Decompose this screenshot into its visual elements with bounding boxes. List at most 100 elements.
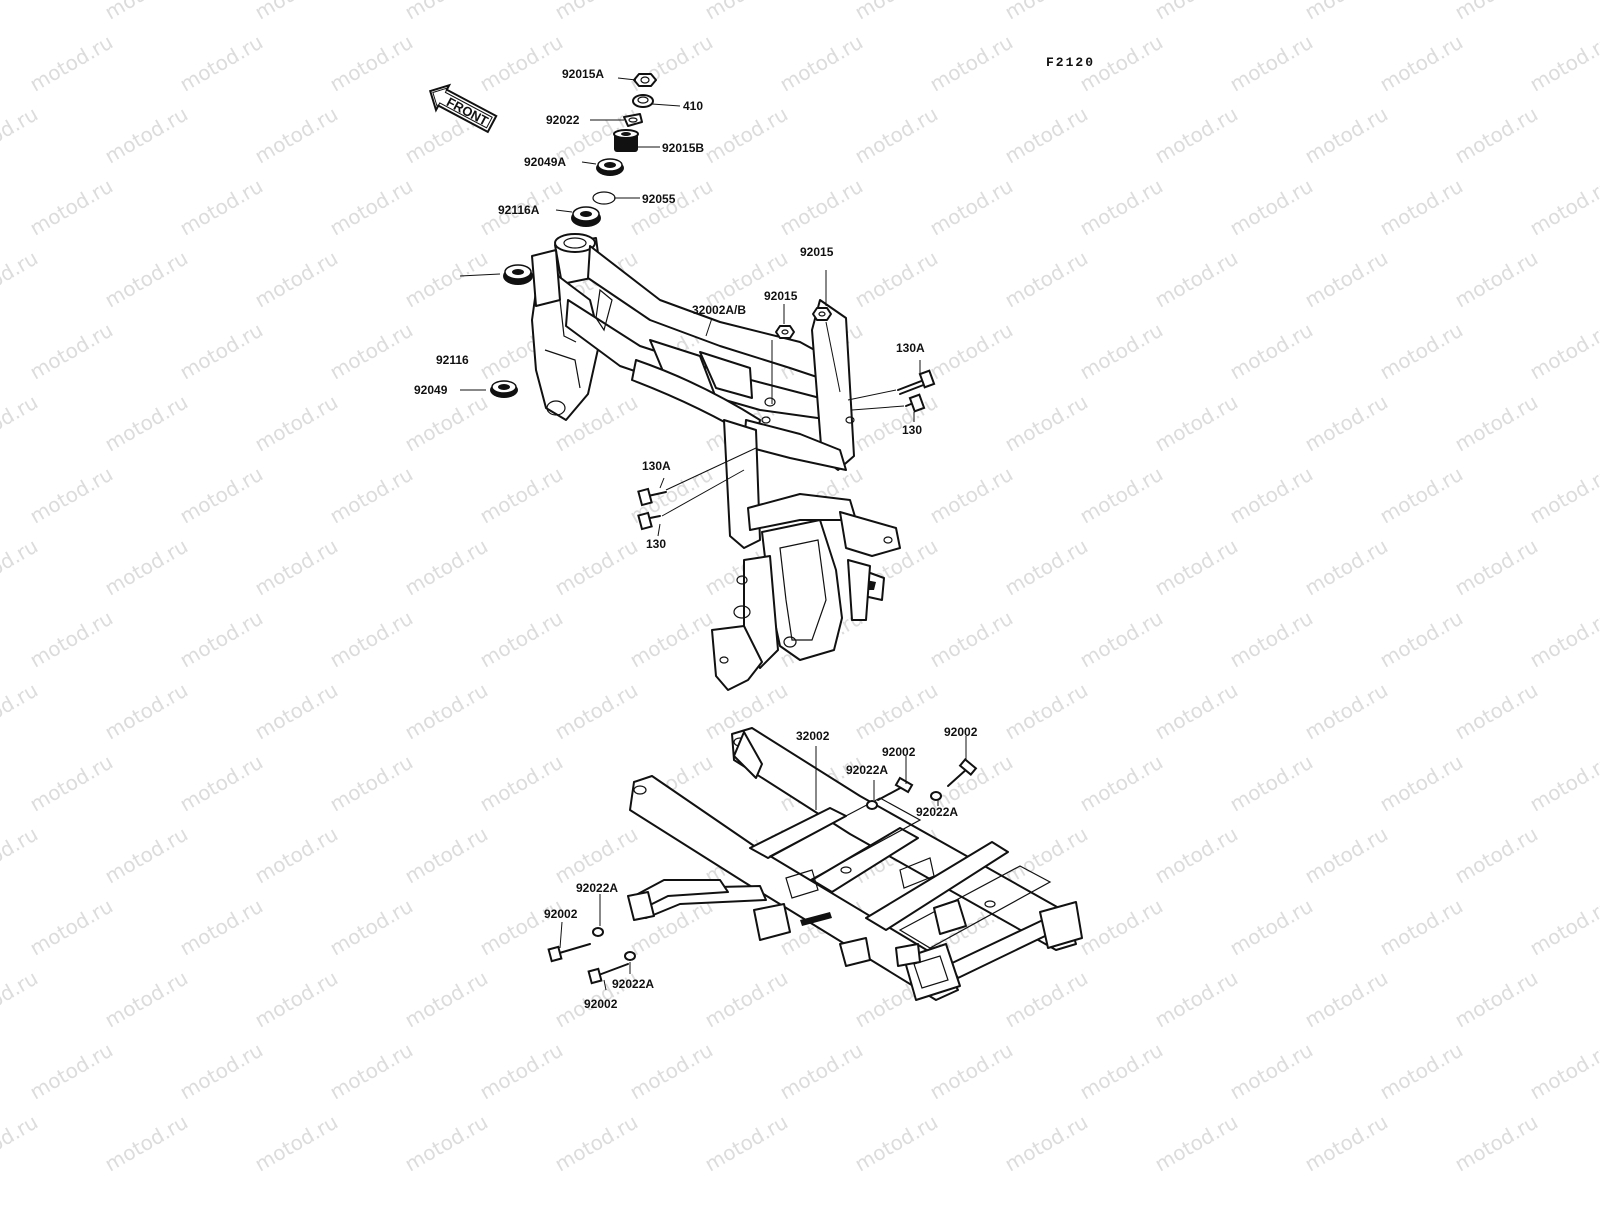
watermark-text: motod.ru xyxy=(326,1038,417,1105)
watermark-text: motod.ru xyxy=(1376,894,1467,961)
label-92022a-upper: 92022A xyxy=(846,763,888,777)
watermark-text: motod.ru xyxy=(251,1110,342,1177)
watermark-text: motod.ru xyxy=(176,606,267,673)
label-92116a: 92116A xyxy=(498,203,540,217)
watermark-text: motod.ru xyxy=(326,318,417,385)
watermark-text: motod.ru xyxy=(1376,30,1467,97)
watermark-text: motod.ru xyxy=(251,102,342,169)
watermark-text: motod.ru xyxy=(1301,0,1392,24)
watermark-text: motod.ru xyxy=(926,30,1017,97)
watermark-text: motod.ru xyxy=(926,318,1017,385)
watermark-text: motod.ru xyxy=(401,0,492,24)
watermark-text: motod.ru xyxy=(101,966,192,1033)
watermark-text: motod.ru xyxy=(0,678,42,745)
watermark-text: motod.ru xyxy=(1451,534,1542,601)
watermark-text: motod.ru xyxy=(626,174,717,241)
watermark-text: motod.ru xyxy=(0,822,42,889)
watermark-text: motod.ru xyxy=(401,246,492,313)
watermark-text: motod.ru xyxy=(1151,534,1242,601)
watermark-text: motod.ru xyxy=(1526,894,1600,961)
watermark-text: motod.ru xyxy=(401,534,492,601)
watermark-text: motod.ru xyxy=(26,462,117,529)
watermark-text: motod.ru xyxy=(326,462,417,529)
watermark-text: motod.ru xyxy=(0,1110,42,1177)
watermark-text: motod.ru xyxy=(1226,174,1317,241)
watermark-text: motod.ru xyxy=(1151,0,1242,24)
watermark-text: motod.ru xyxy=(326,606,417,673)
watermark-text: motod.ru xyxy=(926,606,1017,673)
watermark-text: motod.ru xyxy=(1226,462,1317,529)
watermark-text: motod.ru xyxy=(0,0,42,24)
washer-92022a-upper-right-icon xyxy=(931,792,941,800)
lower-bearing-icon xyxy=(503,265,533,285)
watermark-text: motod.ru xyxy=(701,966,792,1033)
watermark-text: motod.ru xyxy=(1076,606,1167,673)
watermark-text: motod.ru xyxy=(1001,390,1092,457)
watermark-text: motod.ru xyxy=(101,678,192,745)
watermark-text: motod.ru xyxy=(776,1038,867,1105)
label-92015b: 92015B xyxy=(662,141,704,155)
watermark-text: motod.ru xyxy=(0,102,42,169)
watermark-text: motod.ru xyxy=(176,30,267,97)
watermark-text: motod.ru xyxy=(0,246,42,313)
frame-nut-right-icon xyxy=(813,308,831,320)
watermark-text: motod.ru xyxy=(176,462,267,529)
watermark-text: motod.ru xyxy=(476,30,567,97)
watermark-text: motod.ru xyxy=(1451,822,1542,889)
watermark-text: motod.ru xyxy=(1301,102,1392,169)
watermark-text: motod.ru xyxy=(701,1110,792,1177)
watermark-text: motod.ru xyxy=(1301,390,1392,457)
watermark-text: motod.ru xyxy=(551,678,642,745)
figure-code: F2120 xyxy=(1046,55,1095,70)
watermark-text: motod.ru xyxy=(926,1038,1017,1105)
watermark-text: motod.ru xyxy=(1451,678,1542,745)
watermark-text: motod.ru xyxy=(101,246,192,313)
watermark-text: motod.ru xyxy=(1451,966,1542,1033)
watermark-text: motod.ru xyxy=(1001,102,1092,169)
watermark-text: motod.ru xyxy=(851,246,942,313)
watermark-text: motod.ru xyxy=(1001,0,1092,24)
castle-nut-icon xyxy=(614,130,638,152)
watermark-text: motod.ru xyxy=(701,0,792,24)
watermark-text: motod.ru xyxy=(1451,390,1542,457)
watermark-text: motod.ru xyxy=(1301,1110,1392,1177)
watermark-text: motod.ru xyxy=(176,1038,267,1105)
watermark-text: motod.ru xyxy=(1226,606,1317,673)
label-92049a: 92049A xyxy=(524,155,566,169)
watermark-text: motod.ru xyxy=(251,246,342,313)
watermark-text: motod.ru xyxy=(101,102,192,169)
watermark-text: motod.ru xyxy=(926,174,1017,241)
watermark-text: motod.ru xyxy=(1226,30,1317,97)
watermark-text: motod.ru xyxy=(551,1110,642,1177)
seal-icon xyxy=(596,159,624,176)
nut-icon xyxy=(634,74,656,86)
watermark-text: motod.ru xyxy=(401,966,492,1033)
watermark-text: motod.ru xyxy=(251,390,342,457)
label-130-left: 130 xyxy=(646,537,666,551)
label-92002-mid: 92002 xyxy=(882,745,916,759)
watermark-text: motod.ru xyxy=(1301,822,1392,889)
watermark-text: motod.ru xyxy=(101,390,192,457)
watermark-text: motod.ru xyxy=(551,822,642,889)
watermark-text: motod.ru xyxy=(26,318,117,385)
washer-92022a-upper-left-icon xyxy=(867,801,877,809)
watermark-text: motod.ru xyxy=(326,894,417,961)
watermark-text: motod.ru xyxy=(251,0,342,24)
label-92022a-right: 92022A xyxy=(916,805,958,819)
washer-92022a-lower-left-icon xyxy=(593,928,603,936)
watermark-text: motod.ru xyxy=(0,534,42,601)
watermark-text: motod.ru xyxy=(1151,822,1242,889)
watermark-text: motod.ru xyxy=(1001,966,1092,1033)
watermark-text: motod.ru xyxy=(701,102,792,169)
watermark-text: motod.ru xyxy=(626,606,717,673)
watermark-text: motod.ru xyxy=(26,30,117,97)
label-92022a-lower: 92022A xyxy=(612,977,654,991)
watermark-text: motod.ru xyxy=(26,1038,117,1105)
watermark-text: motod.ru xyxy=(1376,1038,1467,1105)
watermark-text: motod.ru xyxy=(1226,750,1317,817)
watermark-text: motod.ru xyxy=(251,966,342,1033)
label-92022: 92022 xyxy=(546,113,580,127)
watermark-text: motod.ru xyxy=(1001,246,1092,313)
watermark-text: motod.ru xyxy=(251,534,342,601)
